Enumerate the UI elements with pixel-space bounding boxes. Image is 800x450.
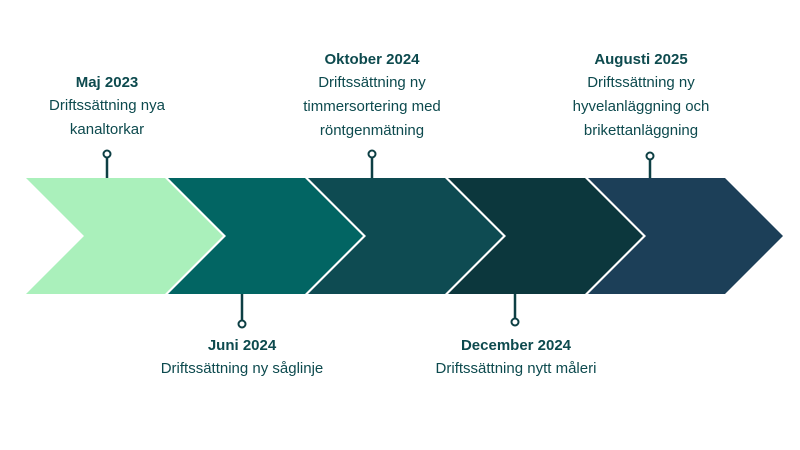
event-date: Augusti 2025 [594,51,688,68]
connector-dot [645,151,655,161]
timeline-segment-5 [588,178,783,294]
event-date: Juni 2024 [207,337,277,354]
event-description: Driftssättning nya kanaltorkar [49,97,165,138]
connector-dot [102,149,112,159]
timeline-segment-3 [308,178,503,294]
event-may-2023: Maj 2023 Driftssättning nya kanaltorkar [0,72,217,142]
event-date: December 2024 [460,337,572,354]
event-december-2024: December 2024 Driftssättning nytt måleri [406,335,626,381]
event-description: Driftssättning nytt måleri [435,360,597,377]
connector-pin-3 [367,149,377,178]
event-october-2024: Oktober 2024 Driftssättning ny timmersor… [262,49,482,143]
connector-dot [510,317,520,327]
event-date: Oktober 2024 [324,51,420,68]
connector-pin-5 [645,151,655,178]
connector-pin-1 [102,149,112,178]
timeline-segment-2 [168,178,363,294]
connector-pin-2 [237,294,247,329]
timeline-segment-1 [26,178,223,294]
event-description: Driftssättning ny såglinje [160,360,324,377]
connector-dot [367,149,377,159]
event-description: Driftssättning ny timmersortering med rö… [303,74,441,139]
connector-dot [237,319,247,329]
connector-pin-4 [510,294,520,327]
event-june-2024: Juni 2024 Driftssättning ny såglinje [132,335,352,381]
event-description: Driftssättning ny hyvelanläggning och br… [572,74,710,139]
event-august-2025: Augusti 2025 Driftssättning ny hyvelanlä… [531,49,751,143]
timeline-segment-4 [448,178,643,294]
event-date: Maj 2023 [75,74,139,91]
